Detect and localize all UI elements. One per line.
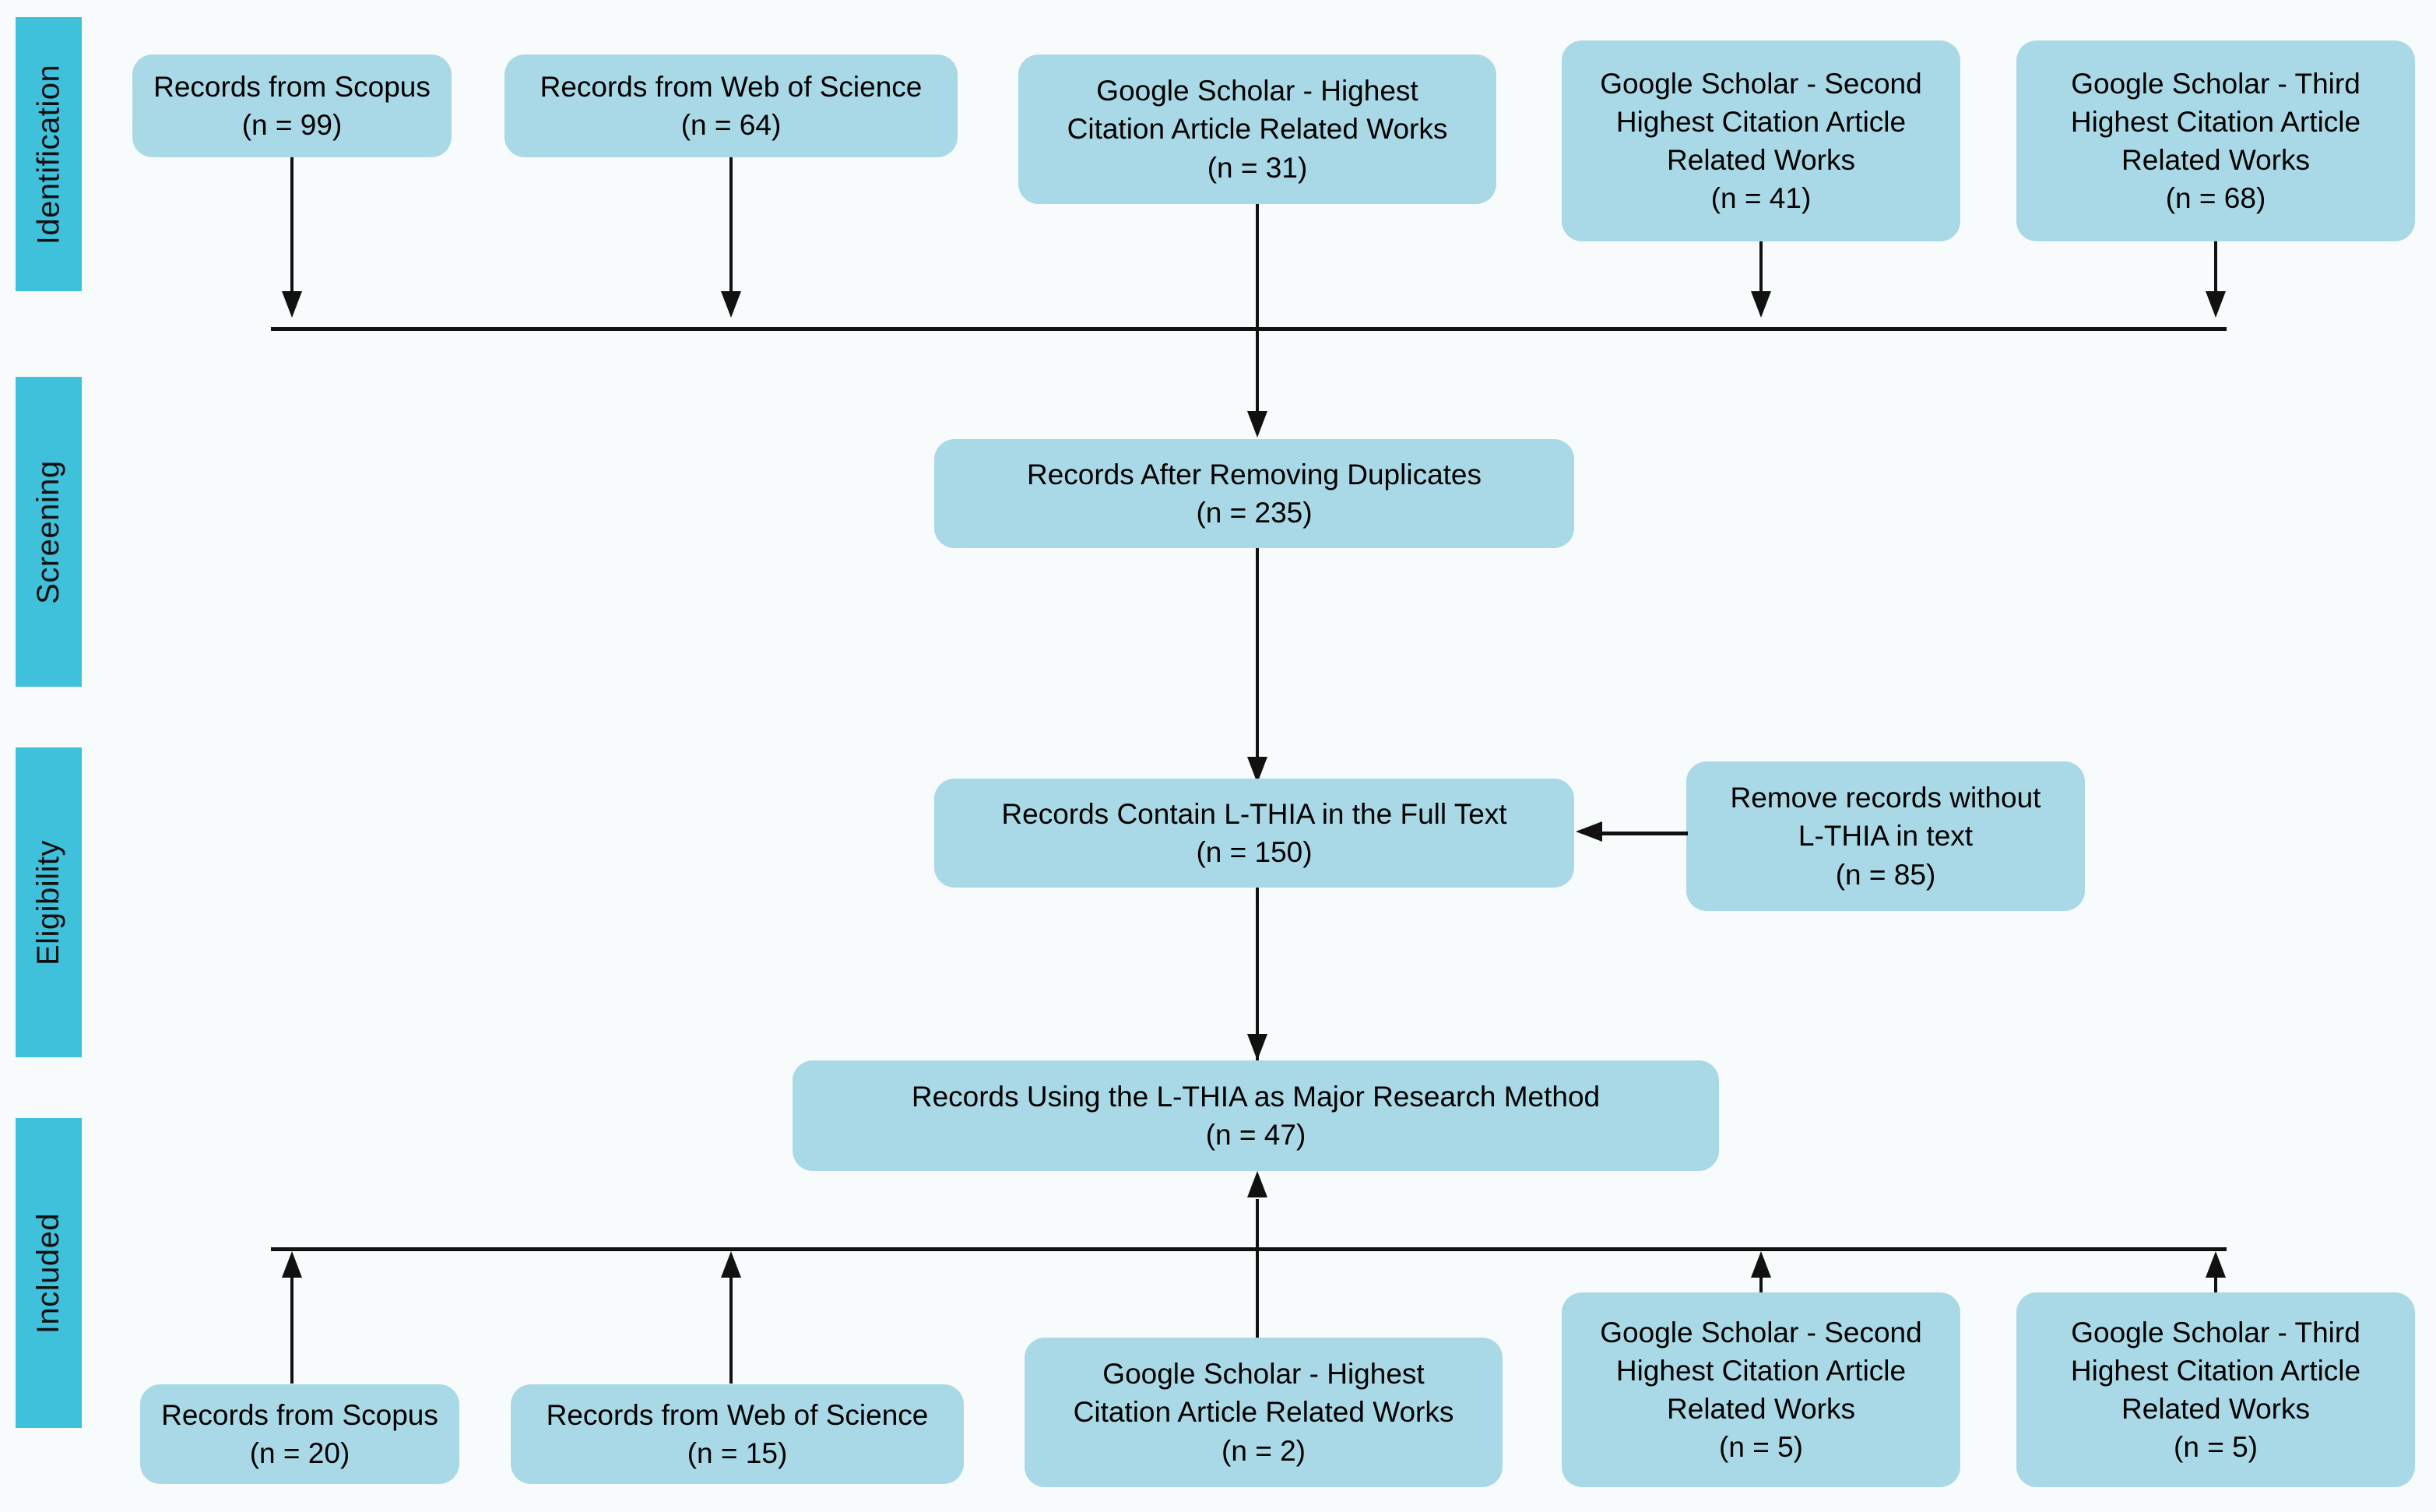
arrow-down-icon-scopus-top [282,291,302,318]
node-line: Highest Citation Article [1615,105,1907,138]
node-google-scholar-third-bottom: Google Scholar - Third Highest Citation … [2016,1292,2415,1487]
arrow-up-icon-to-included-main [1247,1171,1267,1197]
connector-merge-rail-bottom [271,1247,2227,1251]
node-count: (n = 31) [1207,151,1308,184]
node-google-scholar-highest-bottom: Google Scholar - Highest Citation Articl… [1025,1338,1503,1487]
node-count: (n = 5) [2174,1431,2258,1464]
node-line: L-THIA in text [1798,820,1974,853]
node-line: Google Scholar - Highest [1102,1358,1425,1391]
arrow-up-icon-scopus-bottom [282,1251,302,1278]
node-count: (n = 20) [249,1437,350,1469]
arrow-up-icon-wos-bottom [721,1251,741,1278]
node-count: (n = 85) [1835,858,1936,891]
node-google-scholar-second-bottom: Google Scholar - Second Highest Citation… [1562,1292,1960,1487]
node-count: (n = 47) [1205,1119,1306,1151]
node-line: Related Works [1667,144,1855,176]
arrow-left-icon-exclusion [1576,821,1602,842]
node-line: Highest Citation Article [2070,1354,2361,1387]
arrow-up-icon-gs-third-bottom [2206,1251,2226,1278]
stage-bar-eligibility: Eligibility [16,747,82,1057]
node-line: Records from Web of Science [540,70,923,103]
connector-line-exclusion [1602,832,1688,835]
node-google-scholar-second-top: Google Scholar - Second Highest Citation… [1562,40,1960,241]
node-line: Records from Scopus [153,70,431,103]
node-line: Records Using the L-THIA as Major Resear… [911,1080,1601,1113]
connector-line-gs-third-top [2214,241,2217,291]
stage-label-eligibility: Eligibility [31,839,66,965]
connector-merge-rail-top [271,327,2227,331]
stage-label-screening: Screening [31,459,65,604]
node-records-from-scopus-bottom: Records from Scopus (n = 20) [140,1384,459,1484]
node-count: (n = 41) [1710,182,1812,215]
node-line: Citation Article Related Works [1067,113,1448,146]
node-line: Highest Citation Article [1615,1354,1907,1387]
node-line: Remove records without [1730,782,2041,814]
arrow-down-icon-wos-top [721,291,741,318]
stage-label-identification: Identification [31,64,65,244]
node-remove-records-without-lthia: Remove records without L-THIA in text (n… [1686,761,2085,911]
node-count: (n = 64) [680,109,782,141]
node-records-using-lthia-major-method: Records Using the L-THIA as Major Resear… [793,1060,1719,1171]
node-line: Google Scholar - Third [2071,67,2360,100]
node-records-after-removing-duplicates: Records After Removing Duplicates (n = 2… [934,439,1574,548]
arrow-up-icon-gs-second-bottom [1751,1251,1771,1278]
stage-bar-identification: Identification [16,17,82,291]
connector-line-center-identification-to-screening [1256,204,1259,422]
connector-line-wos-top [729,157,733,291]
stage-bar-screening: Screening [16,377,82,687]
stage-label-included: Included [31,1212,66,1334]
connector-line-scopus-bottom [290,1278,294,1384]
connector-line-screening-to-eligibility [1256,548,1259,768]
node-records-from-web-of-science-bottom: Records from Web of Science (n = 15) [511,1384,964,1484]
node-line: Records from Scopus [161,1398,438,1431]
node-line: Records from Web of Science [546,1398,929,1431]
node-google-scholar-third-top: Google Scholar - Third Highest Citation … [2016,40,2415,241]
node-line: Google Scholar - Highest [1096,75,1418,107]
node-line: Google Scholar - Second [1600,67,1922,100]
node-line: Highest Citation Article [2070,105,2361,138]
node-count: (n = 99) [241,109,343,141]
node-line: Google Scholar - Second [1600,1316,1922,1348]
stage-bar-included: Included [16,1118,82,1428]
node-count: (n = 68) [2165,182,2266,215]
node-line: Records Contain L-THIA in the Full Text [1001,797,1507,830]
connector-line-eligibility-to-included [1256,888,1259,1060]
arrow-down-icon-to-included [1247,1034,1267,1060]
node-line: Citation Article Related Works [1073,1396,1454,1429]
arrow-down-icon-gs-second-top [1751,291,1771,318]
node-records-contain-lthia-full-text: Records Contain L-THIA in the Full Text … [934,779,1574,888]
node-google-scholar-highest-top: Google Scholar - Highest Citation Articl… [1018,55,1496,204]
arrow-down-icon-gs-third-top [2206,291,2226,318]
connector-line-wos-bottom [729,1278,733,1384]
arrow-down-icon-to-screening [1247,411,1267,438]
node-count: (n = 2) [1222,1434,1306,1467]
node-line: Google Scholar - Third [2071,1316,2360,1348]
node-records-from-web-of-science-top: Records from Web of Science (n = 64) [504,55,958,157]
connector-line-scopus-top [290,157,294,291]
node-line: Related Works [2121,1393,2310,1425]
node-count: (n = 235) [1196,497,1313,529]
node-count: (n = 150) [1196,836,1313,868]
node-line: Records After Removing Duplicates [1026,458,1482,491]
node-line: Related Works [2121,144,2310,176]
node-count: (n = 5) [1719,1431,1803,1464]
connector-line-gs-highest-bottom [1256,1247,1259,1345]
node-records-from-scopus-top: Records from Scopus (n = 99) [132,55,452,157]
node-line: Related Works [1667,1393,1855,1425]
node-count: (n = 15) [687,1437,788,1469]
connector-line-gs-second-top [1759,241,1763,291]
